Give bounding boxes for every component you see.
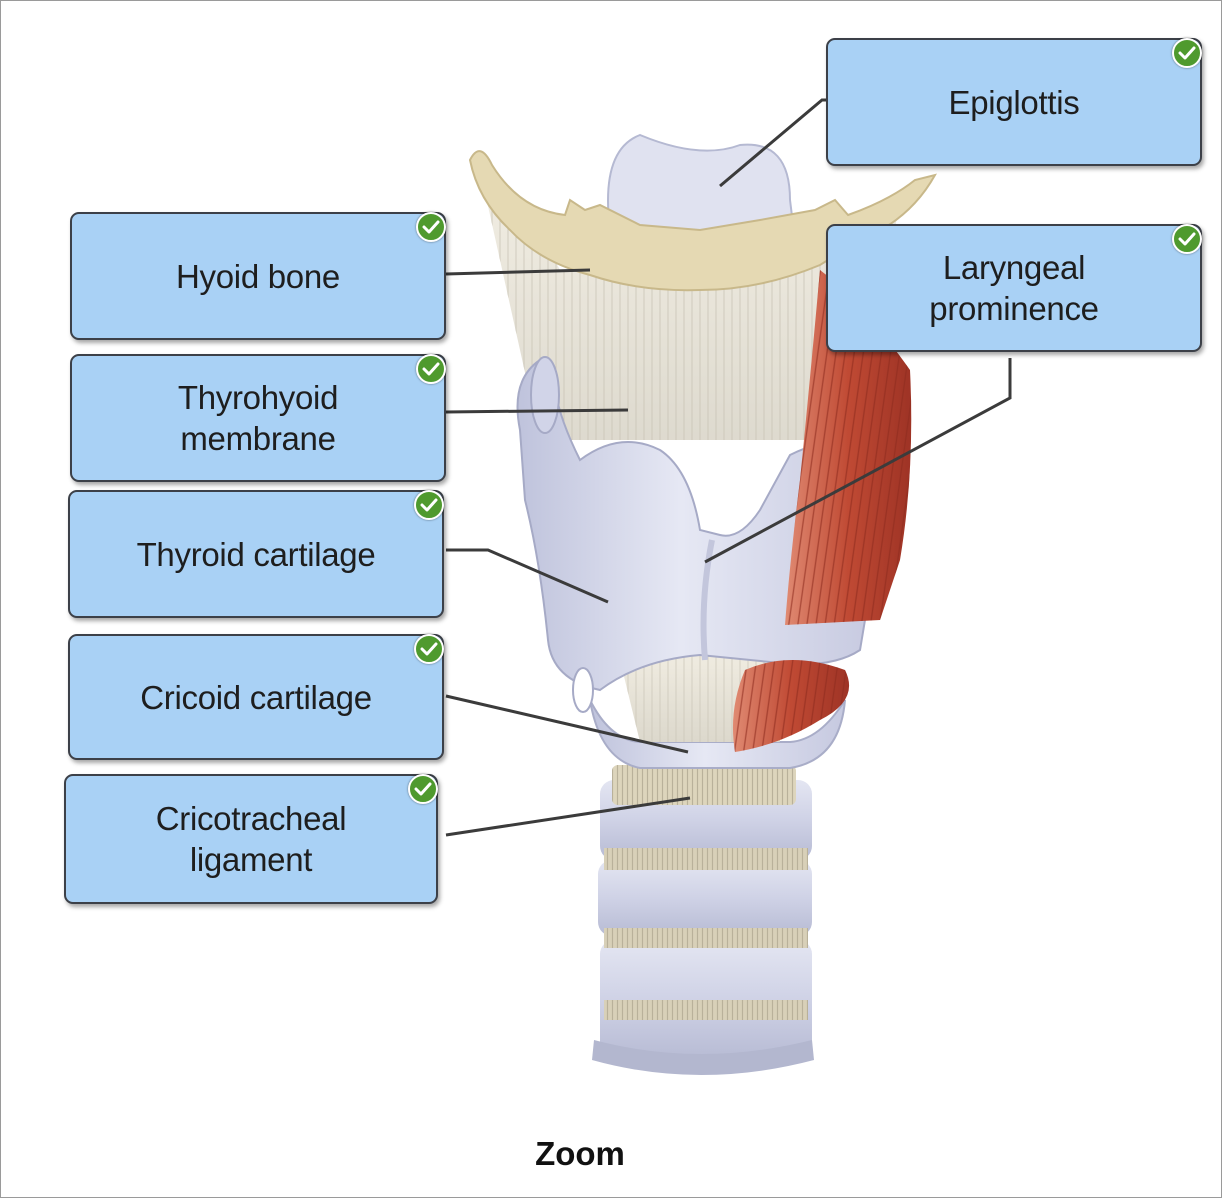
correct-check-icon bbox=[416, 354, 446, 384]
trachea bbox=[592, 780, 814, 1075]
thyrohyoid-membrane-shape bbox=[480, 170, 900, 440]
label-text: Thyroid cartilage bbox=[136, 535, 376, 573]
label-cricotracheal-ligament[interactable]: Cricotracheal ligament bbox=[64, 774, 438, 904]
label-thyroid-cartilage[interactable]: Thyroid cartilage bbox=[68, 490, 444, 618]
leader-lines bbox=[445, 98, 1012, 837]
thyrohyoid-muscle bbox=[785, 270, 912, 625]
label-cricoid-cartilage[interactable]: Cricoid cartilage bbox=[68, 634, 444, 760]
correct-check-icon bbox=[414, 490, 444, 520]
cricotracheal-ligament-shape bbox=[612, 765, 796, 805]
label-text: Hyoid bone bbox=[176, 257, 340, 295]
label-hyoid-bone[interactable]: Hyoid bone bbox=[70, 212, 446, 340]
correct-check-icon bbox=[408, 774, 438, 804]
zoom-link[interactable]: Zoom bbox=[535, 1135, 625, 1172]
label-text: Cricoid cartilage bbox=[140, 678, 372, 716]
label-text: Thyrohyoid membrane bbox=[177, 379, 339, 457]
correct-check-icon bbox=[416, 212, 446, 242]
leader-thyroid bbox=[446, 548, 609, 604]
correct-check-icon bbox=[1172, 224, 1202, 254]
leader-laryngeal bbox=[704, 358, 1012, 564]
leader-cricotracheal bbox=[445, 796, 691, 837]
leader-thyrohyoid bbox=[445, 408, 629, 414]
label-thyrohyoid-membrane[interactable]: Thyrohyoid membrane bbox=[70, 354, 446, 482]
correct-check-icon bbox=[414, 634, 444, 664]
label-text: Cricotracheal ligament bbox=[155, 800, 347, 878]
leader-epiglottis bbox=[719, 98, 826, 188]
label-text: Laryngeal prominence bbox=[929, 249, 1099, 327]
label-epiglottis[interactable]: Epiglottis bbox=[826, 38, 1202, 166]
leader-hyoid bbox=[445, 268, 591, 276]
cricothyroid-muscle bbox=[732, 660, 850, 752]
leader-cricoid bbox=[445, 694, 689, 754]
label-text: Epiglottis bbox=[948, 83, 1080, 121]
label-laryngeal-prominence[interactable]: Laryngeal prominence bbox=[826, 224, 1202, 352]
correct-check-icon bbox=[1172, 38, 1202, 68]
